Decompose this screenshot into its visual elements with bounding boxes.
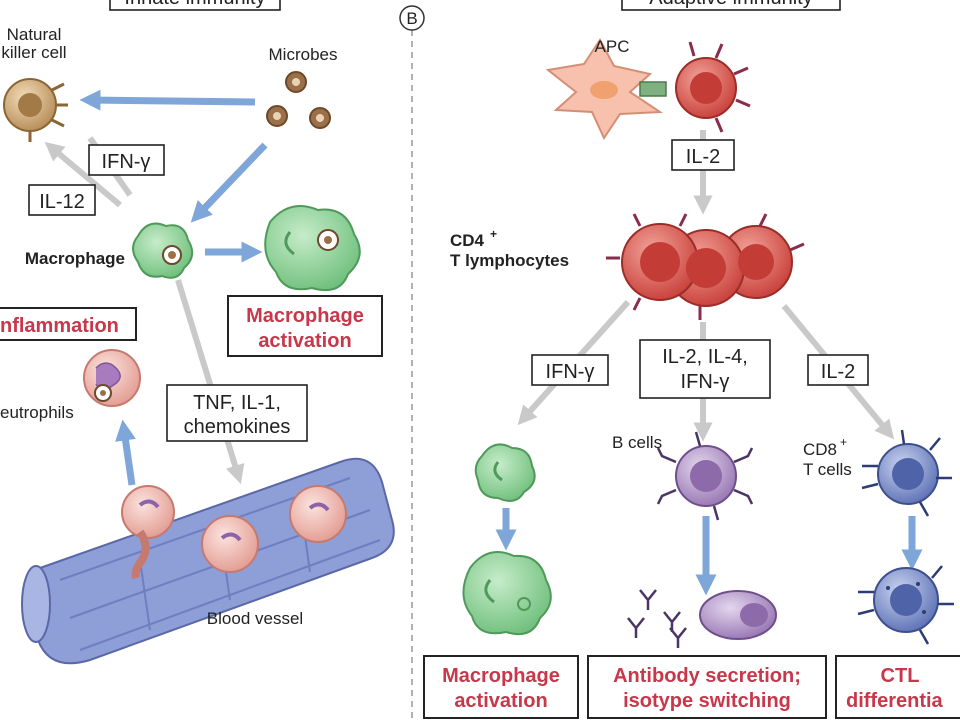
outcome-antibody-box [587,655,827,719]
il2-right-box [807,354,869,386]
blood-vessel-label: Blood vessel [207,609,303,628]
macrophage-b-icon [474,443,536,502]
outcome-ctl-label-2: differentia [846,690,944,712]
panel-b-marker: B [406,9,417,28]
outcome-macrophage-label-1: Macrophage [442,665,560,687]
il2-top-box [671,139,735,171]
arrow-macrophage-to-vessel [175,279,245,485]
plasma-cell-icon [699,590,777,640]
panel-b-header: Adaptive immunity [649,0,812,9]
il12-label: IL-12 [39,191,85,213]
outcome-macrophage-label-2: activation [454,690,547,712]
neutrophils-label: eutrophils [0,403,74,422]
cytokines-box [166,384,308,442]
arrow-neutrophil-migration [115,419,136,486]
ifn-gamma-label: IFN-γ [102,151,151,173]
outcome-antibody-label-2: isotype switching [623,690,791,712]
antibodies-icon [627,589,687,648]
t-cell-icon [639,41,751,133]
apc-icon [545,38,664,141]
arrow-macrophage-to-nk [44,141,122,208]
cytokines-label-1: TNF, IL-1, [193,392,281,414]
natural-killer-cell-icon [3,78,68,142]
cd4-label-2: T lymphocytes [450,251,569,270]
apc-label: APC [595,37,630,56]
ifn-b-box [531,354,609,386]
il2-right-label: IL-2 [821,361,855,383]
arrow-microbes-to-macrophage [190,142,268,223]
cd8-label-1: CD8 [803,440,837,459]
cd8-sup: + [840,435,847,449]
macrophage-activation-label-1: Macrophage [246,305,364,327]
cd4-t-lymphocytes-icon [606,213,805,320]
neutrophil-icon [83,349,141,407]
arrow-microbes-to-nk [79,89,256,111]
outcome-ctl-box [835,655,960,719]
mid-cytokine-box [639,339,771,399]
ifn-b-label: IFN-γ [546,361,595,383]
outcome-antibody-label-1: Antibody secretion; [613,665,801,687]
nk-label-2: killer cell [1,43,66,62]
mid-cytokine-label-2: IFN-γ [681,371,730,393]
outcome-ctl-label-1: CTL [881,665,920,687]
outcome-macrophage-box [423,655,579,719]
panel-b-header-box [621,0,841,11]
macrophage-activation-box [227,295,383,357]
macrophage-icon [132,222,194,279]
cd8-t-cell-icon [861,429,952,517]
cd8-label-2: T cells [803,460,852,479]
panel-a-header: Innate immunity [124,0,265,9]
macrophage-activation-label-2: activation [258,330,351,352]
cd4-sup: + [490,227,497,241]
microbes-label: Microbes [269,45,338,64]
panel-b-marker-circle [399,5,425,31]
activated-macrophage-icon [264,205,361,292]
panel-a-header-box [109,0,281,11]
activated-macrophage-b-icon [462,551,552,636]
macrophage-label: Macrophage [25,249,125,268]
inflammation-label: nflammation [0,315,119,337]
il12-box [28,184,96,216]
mid-cytokine-label-1: IL-2, IL-4, [662,346,748,368]
inflammation-box [0,307,137,341]
panel-b: B Adaptive immunity APC IL-2 CD4 [399,0,960,719]
ctl-icon [857,565,954,645]
nk-label-1: Natural [7,25,62,44]
b-cells-label: B cells [612,433,662,452]
ifn-box [88,144,165,176]
microbes-icon [266,71,331,129]
il2-top-label: IL-2 [686,146,720,168]
panel-a: Innate immunity Natural killer cell Micr… [0,0,395,665]
blood-vessel-icon [21,457,395,665]
cd4-label-1: CD4 [450,231,485,250]
cytokines-label-2: chemokines [184,416,291,438]
b-cell-icon [656,431,754,521]
